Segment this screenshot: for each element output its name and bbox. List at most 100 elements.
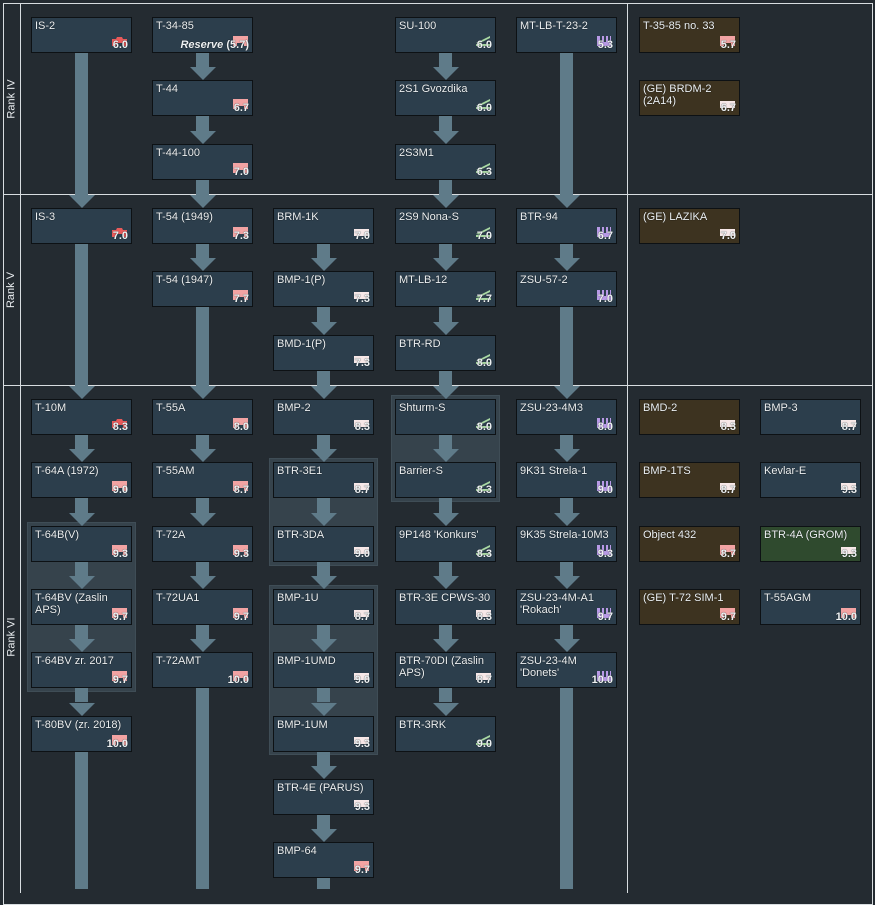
spaa-icon [596, 415, 612, 428]
vehicle-card[interactable]: T-64B(V)9.3 [31, 525, 132, 562]
vehicle-name: T-35-85 no. 33 [643, 20, 715, 32]
vehicle-card[interactable]: BTR-4A (GROM)9.3 [760, 525, 861, 562]
vehicle-card[interactable]: (GE) BRDM-2 (2A14)6.7 [639, 80, 740, 117]
battle-rating: 9.7 [112, 674, 128, 687]
arrow-down-icon [432, 702, 459, 716]
heavy-tank-icon [112, 33, 127, 46]
spaa-icon [596, 224, 612, 237]
vehicle-card[interactable]: BMD-1(P)7.3 [273, 334, 374, 371]
vehicle-name: T-55A [156, 402, 186, 414]
arrow-down-icon [553, 195, 580, 208]
battle-rating: 6.0 [112, 39, 128, 51]
vehicle-card[interactable]: (GE) T-72 SIM-1 9.7 [639, 588, 740, 625]
vehicle-card[interactable]: ZSU-23-4M-A1 'Rokach'9.7 [516, 588, 617, 625]
vehicle-card[interactable]: T-80BV (zr. 2018)10.0 [31, 715, 132, 752]
connector-line [196, 435, 209, 450]
medium-tank-icon [233, 160, 248, 173]
light-tank-icon [354, 287, 369, 300]
vehicle-card[interactable]: T-64BV (Zaslin APS)9.7 [31, 588, 132, 625]
arrow-down-icon [310, 386, 337, 399]
vehicle-name: (GE) BRDM-2 (2A14) [643, 83, 712, 108]
vehicle-name: BTR-3E CPWS-30 [399, 591, 491, 604]
vehicle-name: Kevlar-E [764, 465, 807, 478]
vehicle-name: T-80BV (zr. 2018) [35, 718, 122, 731]
battle-rating: 9.7 [720, 610, 736, 623]
battle-rating: 7.3 [233, 230, 249, 242]
arrow-down-icon [189, 195, 216, 208]
light-tank-icon [720, 224, 735, 236]
vehicle-name: T-55AM [156, 465, 195, 478]
vehicle-card[interactable]: BTR-70DI (Zaslin APS)8.7 [395, 652, 496, 689]
vehicle-card[interactable]: T-54 (1947)7.7 [152, 271, 253, 308]
battle-rating: 7.0 [354, 230, 370, 242]
arrow-down-icon [310, 321, 337, 335]
vehicle-card[interactable]: BMP-1(P)7.3 [273, 271, 374, 308]
vehicle-name: BMP-1UM [277, 718, 328, 731]
vehicle-name: (GE) T-72 SIM-1 [643, 591, 724, 604]
battle-rating: 7.3 [354, 356, 370, 369]
light-tank-icon [354, 605, 369, 617]
connector-line [196, 688, 209, 889]
light-tank-icon [354, 542, 369, 554]
vehicle-name: BMP-2 [277, 402, 311, 414]
light-tank-icon [841, 478, 856, 491]
vehicle-name: BMP-1UMD [277, 655, 336, 668]
vehicle-card[interactable]: ZSU-23-4M 'Donets'10.0 [516, 652, 617, 689]
connector-line [439, 244, 452, 259]
arrow-down-icon [68, 449, 95, 463]
vehicle-card[interactable]: BTR-4E (PARUS)9.3 [273, 778, 374, 815]
vehicle-card[interactable]: T-54 (1949)7.3 [152, 208, 253, 244]
light-tank-icon [841, 415, 856, 427]
vehicle-card[interactable]: T-64A (1972)9.0 [31, 462, 132, 499]
vehicle-card[interactable]: 9P148 'Konkurs'8.3 [395, 525, 496, 562]
medium-tank-icon [233, 224, 248, 237]
tank-destroyer-icon [476, 351, 491, 364]
battle-rating: 7.0 [112, 230, 128, 242]
light-tank-icon [354, 415, 369, 427]
